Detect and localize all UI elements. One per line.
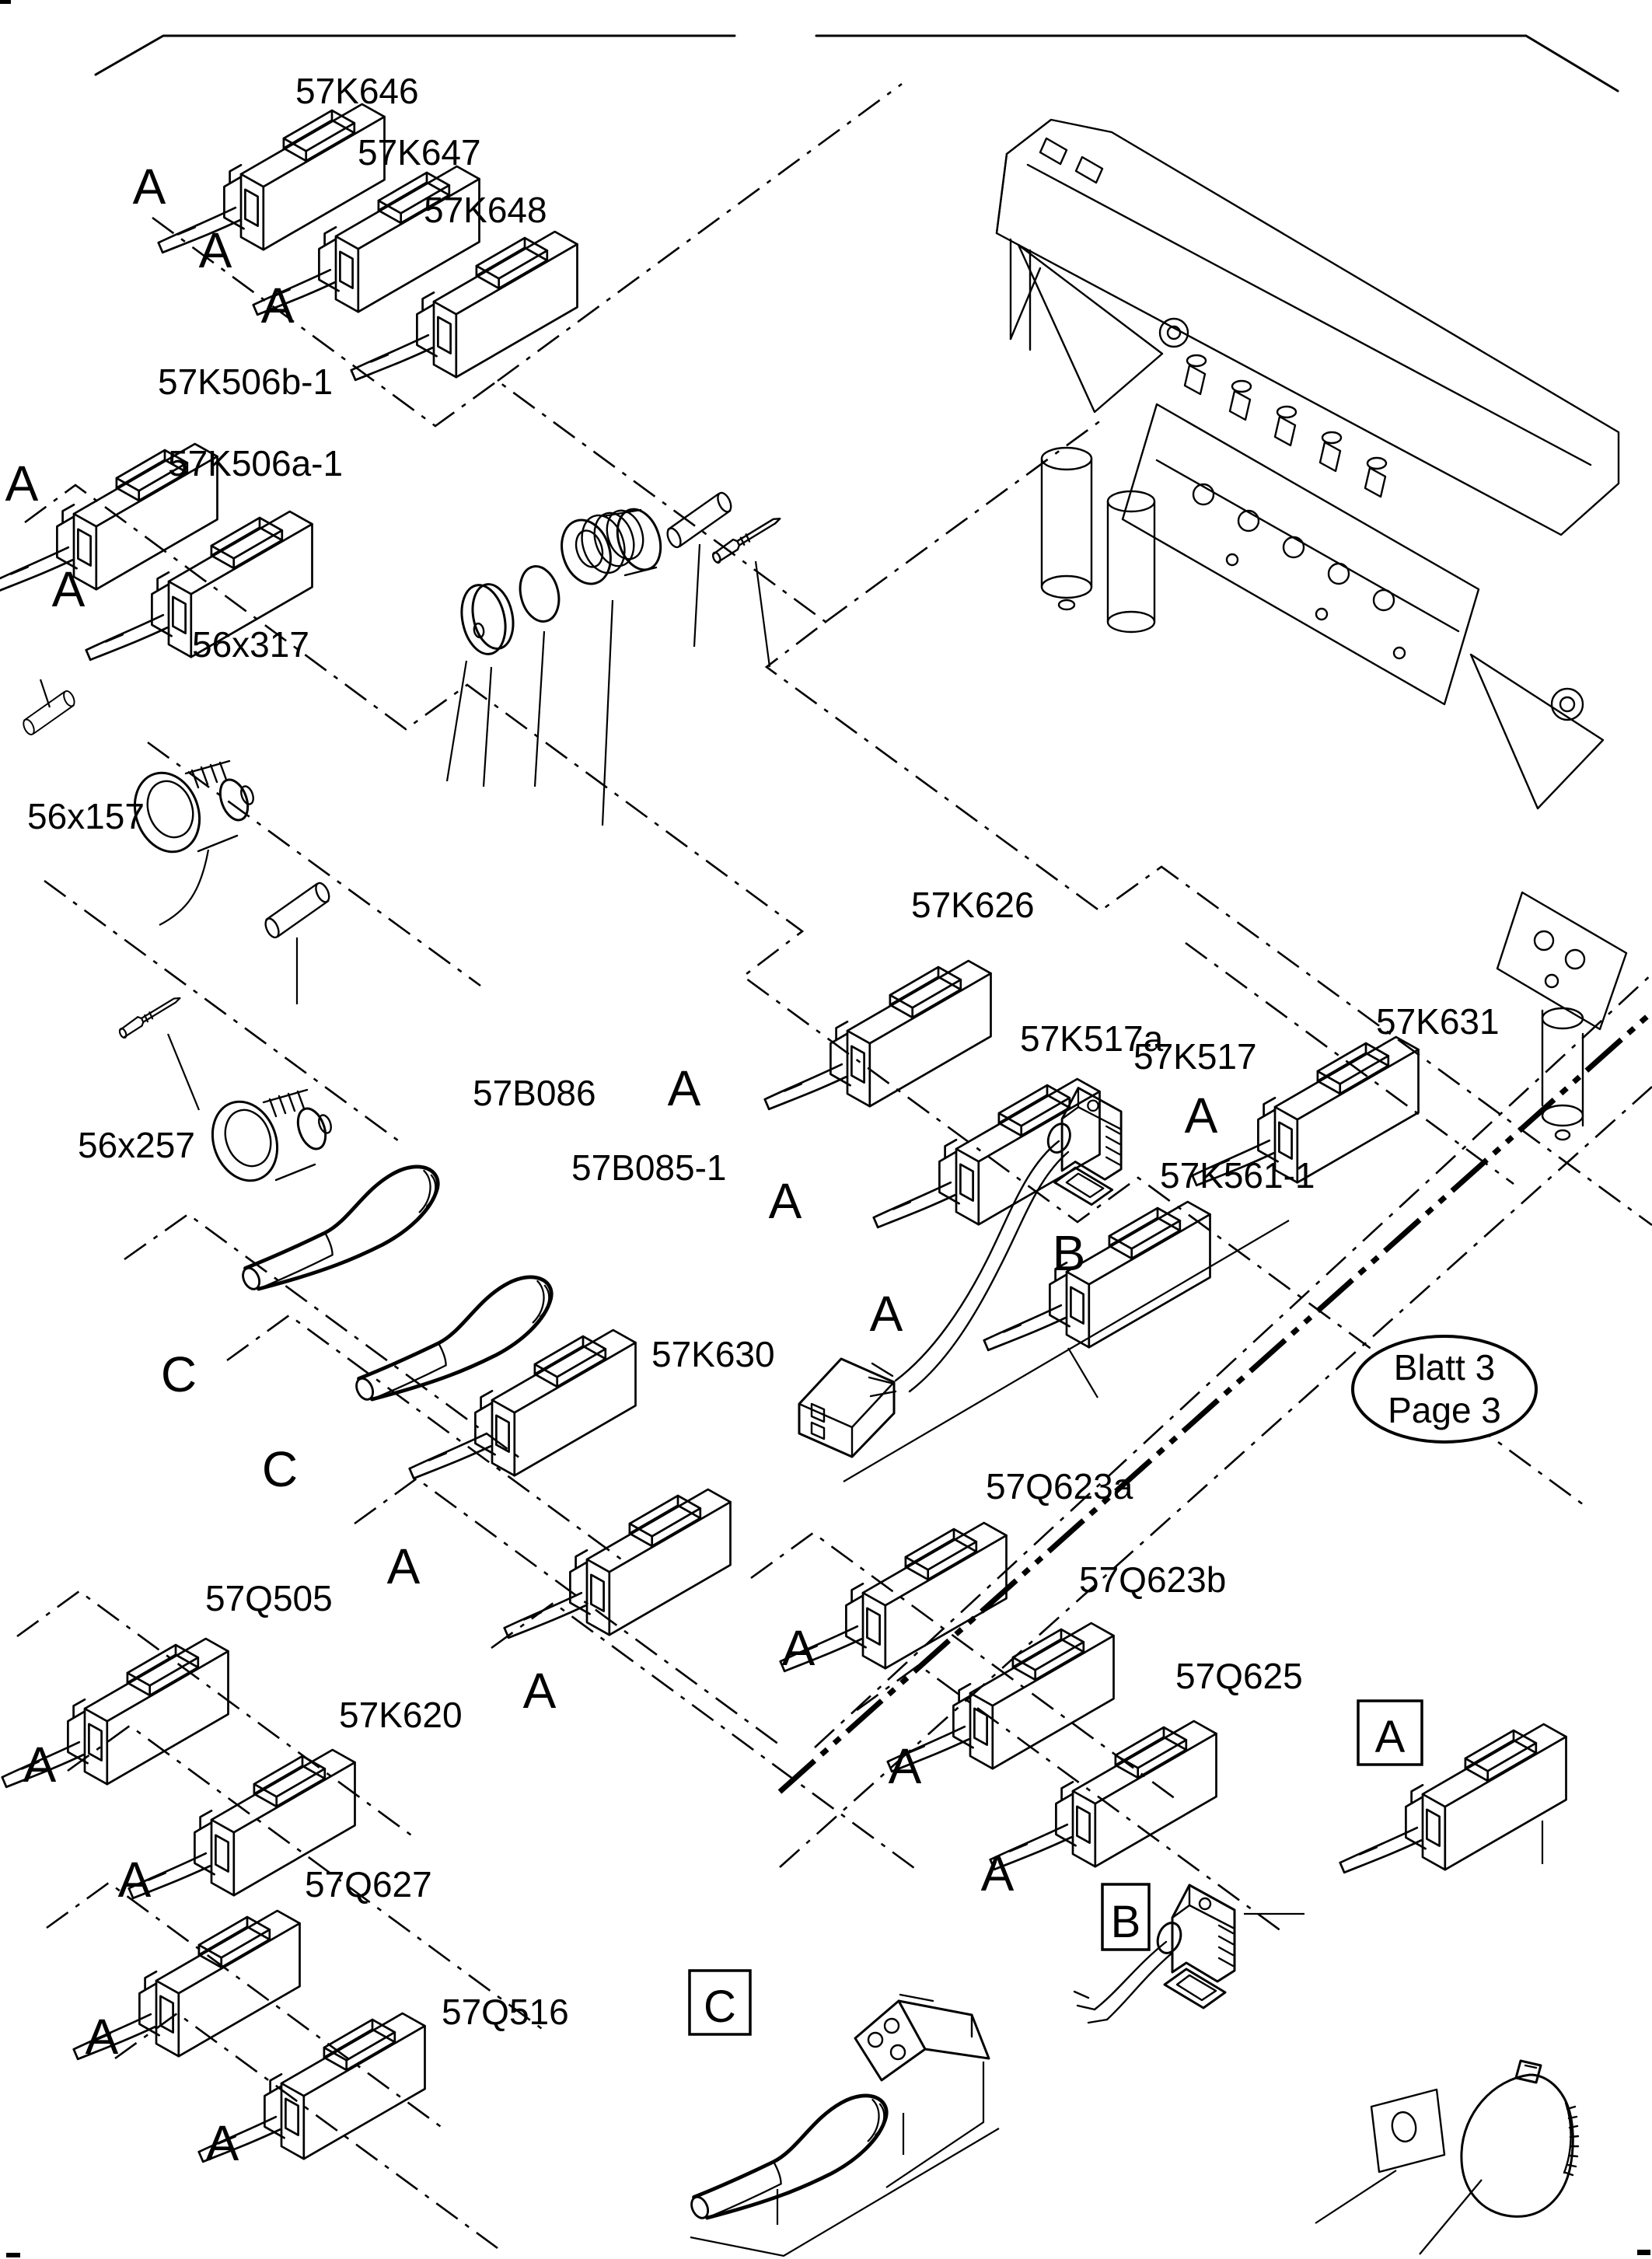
part-labels: 57K646 57K647 57K648 57K506b-1 57K506a-1…: [27, 71, 1500, 2032]
connector-57q623b: [886, 1622, 1115, 1773]
sleeve-pin-56x157: [257, 880, 337, 941]
label-57b085-1: 57B085-1: [571, 1147, 727, 1188]
label-57k506a-1: 57K506a-1: [168, 443, 343, 484]
label-56x157: 56x157: [27, 796, 145, 836]
crimp-terminal-56x157: [115, 995, 187, 1040]
label-57q623a: 57Q623a: [986, 1466, 1133, 1507]
marker-a: A: [206, 2115, 239, 2171]
legend-b-valve-plug: [1152, 1884, 1236, 2009]
marker-a: A: [668, 1060, 701, 1116]
legend-c-boot: [688, 2096, 886, 2221]
sheet-break-heavy-line: [777, 1010, 1652, 1794]
legend-a-box: [1357, 1699, 1423, 1766]
boot-57b086: [239, 1167, 438, 1292]
legend-c-box: [688, 1969, 752, 2036]
label-57k626: 57K626: [911, 885, 1035, 925]
label-57q623b: 57Q623b: [1079, 1559, 1226, 1600]
callout-line2: Page 3: [1388, 1390, 1501, 1430]
crimp-terminal-56x317: [708, 515, 788, 565]
tag-and-cable-tie: [1315, 2059, 1580, 2255]
leader-57k561-1: [843, 1220, 1290, 1482]
threaded-bushing-56x317: [552, 502, 669, 592]
marker-a: A: [1185, 1088, 1218, 1143]
label-57q516: 57Q516: [442, 1992, 569, 2032]
legend-c-connector: [854, 1993, 990, 2082]
label-57k630: 57K630: [651, 1334, 775, 1374]
marker-a: A: [86, 2009, 119, 2065]
label-57k646: 57K646: [295, 71, 419, 111]
dash-dot-boundaries: [16, 82, 1652, 2250]
marker-a: A: [769, 1173, 802, 1229]
top-border-line: [94, 34, 1619, 93]
marker-a: A: [261, 278, 295, 333]
marker-a: A: [387, 1538, 421, 1594]
marker-a: A: [23, 1737, 57, 1793]
marker-a: A: [889, 1738, 922, 1794]
connector-57k630-2: [503, 1488, 732, 1639]
callout-line1: Blatt 3: [1394, 1347, 1495, 1388]
corner-tick-top-left: [0, 0, 11, 4]
label-57k647: 57K647: [358, 132, 481, 173]
machinery-assembly: [995, 118, 1628, 1141]
label-57k561-1: 57K561-1: [1160, 1155, 1315, 1196]
label-57k648: 57K648: [424, 190, 547, 230]
callout-page-ellipse: Blatt 3 Page 3: [1351, 1335, 1538, 1444]
label-56x317: 56x317: [192, 624, 309, 665]
marker-a: A: [52, 561, 86, 617]
marker-letters: A A A A A A A A A A A A A A A A A A C C …: [5, 159, 1218, 2171]
o-ring-56x317: [513, 560, 566, 627]
label-57q625: 57Q625: [1175, 1656, 1303, 1696]
label-57k620: 57K620: [339, 1695, 463, 1735]
marker-a: A: [981, 1845, 1015, 1901]
cable-tie: [1460, 2059, 1580, 2218]
corner-tick-bottom-left: [6, 2253, 20, 2257]
sleeve-pin-56x317: [659, 490, 739, 550]
label-57k631: 57K631: [1376, 1001, 1500, 1042]
label-57q627: 57Q627: [305, 1864, 432, 1905]
marker-a: A: [118, 1852, 152, 1908]
marker-a: A: [870, 1286, 903, 1342]
leader-lines: [39, 543, 771, 1111]
sleeve-pin-loose: [16, 688, 82, 737]
connector-57k648: [350, 230, 578, 382]
legend-b-box: [1101, 1883, 1151, 1951]
connector-57k626: [763, 959, 992, 1111]
marker-b: B: [1053, 1225, 1086, 1281]
legend-a-letter: A: [1375, 1712, 1406, 1762]
round-connector-56x257: [201, 1088, 335, 1192]
legend-c-letter: C: [704, 1981, 736, 2032]
cable-assembly-57k561-1: [798, 1087, 1290, 1482]
label-57k517: 57K517: [1133, 1036, 1257, 1077]
label-56x257: 56x257: [78, 1125, 195, 1165]
marker-c: C: [262, 1441, 298, 1497]
marker-a: A: [199, 222, 232, 278]
connector-57k517-row: [983, 1200, 1211, 1352]
legend-b: B: [1073, 1883, 1304, 2024]
marker-c: C: [161, 1346, 197, 1402]
label-57k506b-1: 57K506b-1: [158, 361, 333, 402]
label-57b086: 57B086: [473, 1073, 596, 1113]
marker-a: A: [5, 456, 39, 512]
label-57k517a: 57K517a: [1020, 1018, 1164, 1059]
corner-tick-bottom-right: [1637, 2250, 1650, 2255]
marker-a: A: [523, 1663, 557, 1719]
label-57q505: 57Q505: [205, 1578, 333, 1618]
tag-with-hole: [1370, 2088, 1446, 2173]
legend-a: A: [1339, 1699, 1567, 1874]
connector-57k646: [157, 103, 386, 254]
marker-a: A: [782, 1620, 816, 1676]
legend-c: C: [688, 1969, 1000, 2257]
marker-a: A: [133, 159, 166, 215]
seal-disc-56x317: [454, 579, 520, 660]
legend-b-letter: B: [1111, 1897, 1141, 1947]
